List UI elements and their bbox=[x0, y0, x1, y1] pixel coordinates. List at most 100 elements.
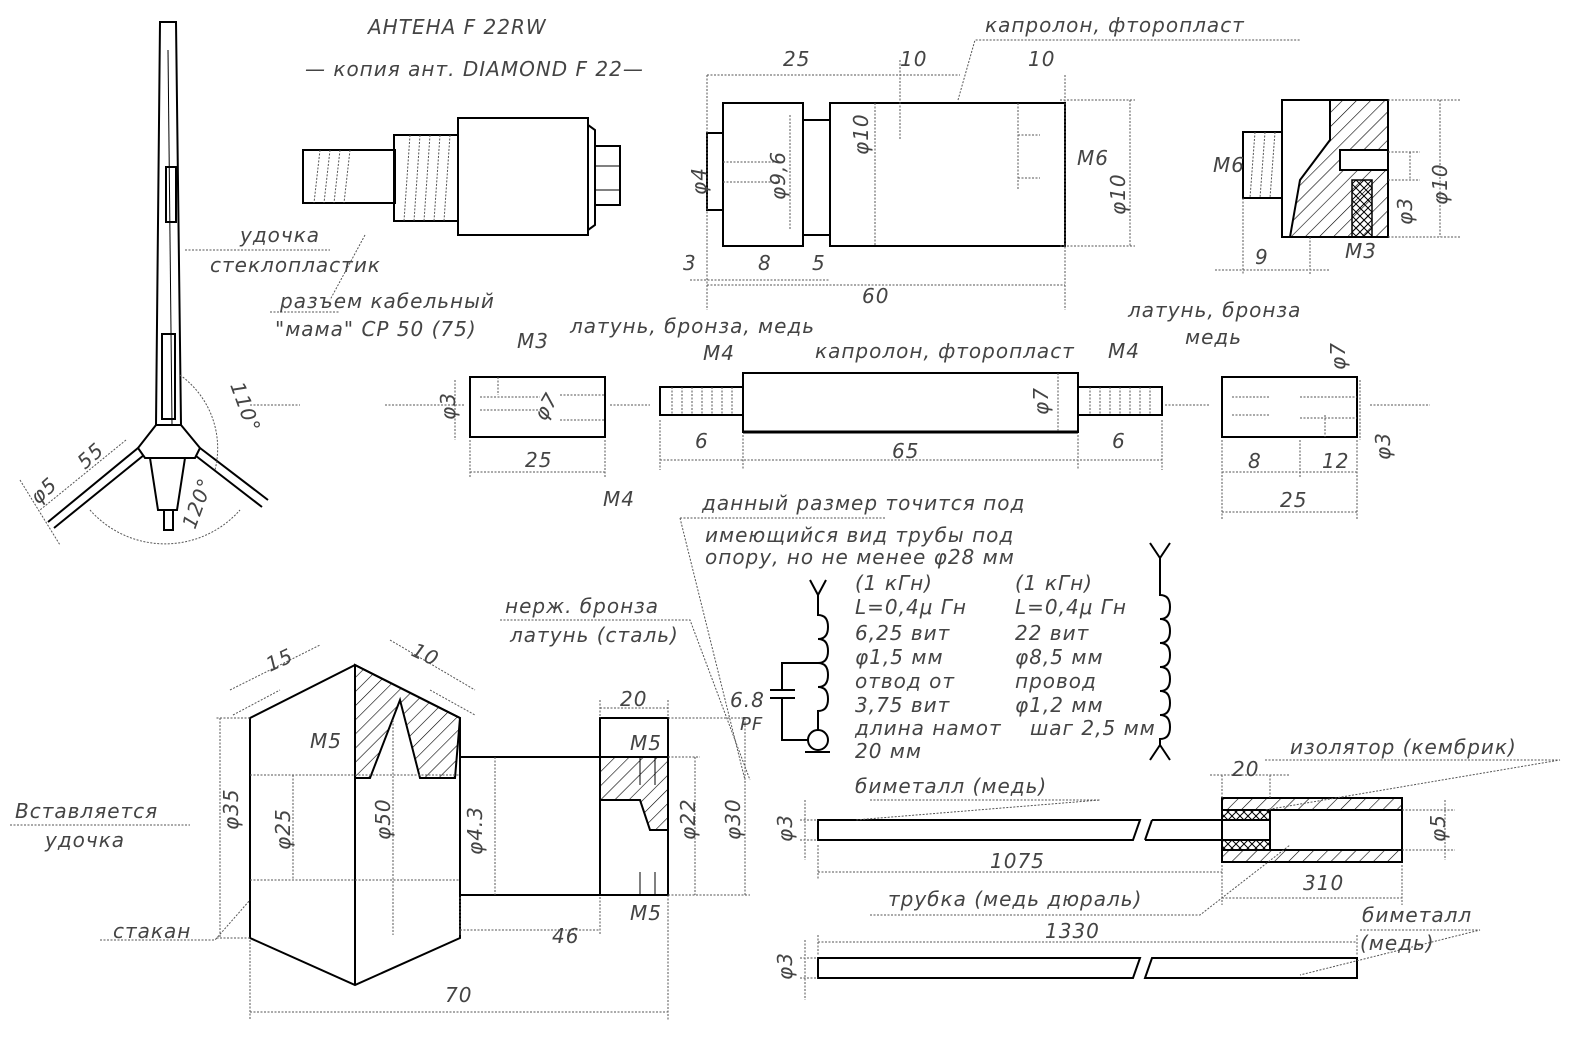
mid-left-material: латунь, бронза, медь bbox=[569, 314, 815, 338]
title-line1: АНТЕНА F 22RW bbox=[366, 15, 547, 39]
top-m6: М6 bbox=[1077, 146, 1109, 170]
base-material-1: нерж. бронза bbox=[505, 594, 659, 618]
coil1-line: (1 кГн) bbox=[855, 571, 933, 595]
cable-connector bbox=[270, 117, 621, 313]
mid-right-dim-12: 12 bbox=[1322, 449, 1349, 473]
coil-schematic-left bbox=[770, 579, 830, 753]
coil1-line: длина намот bbox=[854, 716, 1002, 740]
base-dim-20: 20 bbox=[620, 687, 647, 711]
coil2-line: провод bbox=[1015, 669, 1097, 693]
base-cup-label: стакан bbox=[113, 919, 191, 943]
mid-center-m4-right: М4 bbox=[1108, 339, 1140, 363]
radiator-dim-310: 310 bbox=[1303, 871, 1344, 895]
mid-center-material: капролон, фторопласт bbox=[815, 339, 1075, 363]
top-dim-60: 60 bbox=[862, 284, 889, 308]
base-dim-46: 46 bbox=[552, 924, 579, 948]
radiator-dim-20: 20 bbox=[1232, 757, 1259, 781]
top-phi10b: φ10 bbox=[1106, 173, 1130, 215]
title-line2: — копия ант. DIAMOND F 22— bbox=[305, 57, 644, 81]
base-insert-1: Вставляется bbox=[15, 799, 158, 823]
mid-right-phi3: φ3 bbox=[1371, 432, 1395, 460]
note-line-2: имеющийся вид трубы под bbox=[705, 523, 1014, 547]
mid-left-m4: М4 bbox=[603, 487, 635, 511]
coil1-line: φ1,5 мм bbox=[855, 645, 944, 669]
coil2-line: φ1,2 мм bbox=[1015, 693, 1104, 717]
coil1-line: L=0,4μ Гн bbox=[855, 595, 967, 619]
radiator-tube: трубка (медь дюраль) bbox=[888, 887, 1142, 911]
top-dim-8: 8 bbox=[758, 251, 772, 275]
top-phi4: φ4 bbox=[687, 167, 711, 195]
middle-row-parts bbox=[250, 372, 1430, 520]
right-dim-9: 9 bbox=[1255, 245, 1269, 269]
mid-right-phi7: φ7 bbox=[1326, 342, 1350, 370]
note-line-3: опору, но не менее φ28 мм bbox=[705, 545, 1015, 569]
rod-label-2: стеклопластик bbox=[210, 253, 381, 277]
base-insert-2: удочка bbox=[44, 828, 125, 852]
base-dim-70: 70 bbox=[445, 983, 472, 1007]
top-phi9-6: φ9,6 bbox=[766, 151, 790, 200]
coil1-line: 20 мм bbox=[855, 739, 922, 763]
angle-110: 110° bbox=[225, 379, 265, 436]
coil1-specs: (1 кГн) L=0,4μ Гн 6,25 вит φ1,5 мм отвод… bbox=[854, 571, 1002, 763]
coil2-line: 22 вит bbox=[1015, 621, 1090, 645]
base-phi50: φ50 bbox=[371, 798, 395, 840]
base-phi25: φ25 bbox=[271, 808, 295, 850]
base-m5a: М5 bbox=[310, 729, 342, 753]
coil2-line: L=0,4μ Гн bbox=[1015, 595, 1127, 619]
radiator-assembly bbox=[800, 759, 1561, 1000]
mid-center-phi7: φ7 bbox=[1029, 387, 1053, 415]
mid-left-phi7: φ7 bbox=[529, 388, 564, 424]
base-phi35: φ35 bbox=[219, 788, 243, 830]
right-m6: М6 bbox=[1213, 153, 1245, 177]
antenna-assembly bbox=[19, 21, 330, 546]
mid-right-dim-25: 25 bbox=[1280, 488, 1307, 512]
mid-left-dim-25: 25 bbox=[525, 448, 552, 472]
top-dim-5: 5 bbox=[812, 251, 826, 275]
coil1-line: 6,25 вит bbox=[855, 621, 951, 645]
rod-label-1: удочка bbox=[239, 223, 320, 247]
mid-left-phi3: φ3 bbox=[436, 392, 460, 420]
connector-label-2: "мама" СР 50 (75) bbox=[275, 317, 477, 341]
right-m3: М3 bbox=[1345, 239, 1377, 263]
base-dim-10: 10 bbox=[408, 638, 443, 671]
base-phi43: φ4.3 bbox=[463, 806, 487, 855]
base-dim-15: 15 bbox=[262, 643, 297, 676]
radiator-phi3b: φ3 bbox=[773, 952, 797, 980]
coil-schematic-right bbox=[1149, 542, 1172, 761]
right-material-1: латунь, бронза bbox=[1127, 298, 1301, 322]
mid-left-m3: М3 bbox=[517, 329, 549, 353]
coil2-line: (1 кГн) bbox=[1015, 571, 1093, 595]
contact-part-top-right bbox=[1215, 99, 1460, 275]
mid-right-dim-8: 8 bbox=[1248, 449, 1262, 473]
base-m5c: М5 bbox=[630, 901, 662, 925]
top-dim-10b: 10 bbox=[1028, 47, 1055, 71]
angle-120: 120° bbox=[177, 474, 217, 531]
mid-center-dim-65: 65 bbox=[892, 439, 919, 463]
base-cup bbox=[10, 619, 751, 1020]
radiator-bimetal2-b: (медь) bbox=[1360, 931, 1435, 955]
base-phi30: φ30 bbox=[721, 798, 745, 840]
capacitor-value: 6.8 bbox=[730, 688, 765, 712]
radiator-phi3a: φ3 bbox=[773, 814, 797, 842]
base-material-2: латунь (сталь) bbox=[509, 623, 679, 647]
base-phi22: φ22 bbox=[676, 798, 700, 840]
base-m5b: М5 bbox=[630, 731, 662, 755]
dim-d5: φ5 bbox=[25, 472, 62, 509]
coil1-line: отвод от bbox=[855, 669, 955, 693]
dim-55: 55 bbox=[72, 438, 108, 474]
right-phi3: φ3 bbox=[1393, 197, 1417, 225]
note-line-1: данный размер точится под bbox=[701, 491, 1025, 515]
mid-center-dim-6a: 6 bbox=[695, 429, 709, 453]
right-phi10: φ10 bbox=[1428, 163, 1452, 205]
radiator-bimetal: биметалл (медь) bbox=[855, 774, 1047, 798]
coil1-line: 3,75 вит bbox=[855, 693, 951, 717]
radiator-phi5: φ5 bbox=[1426, 814, 1450, 842]
top-dim-10a: 10 bbox=[900, 47, 927, 71]
right-material-2: медь bbox=[1185, 325, 1242, 349]
coil2-line: шаг 2,5 мм bbox=[1030, 716, 1156, 740]
capacitor-unit: PF bbox=[740, 714, 763, 735]
connector-label-1: разъем кабельный bbox=[279, 289, 495, 313]
insulator-part-top bbox=[690, 39, 1300, 310]
radiator-insulator: изолятор (кембрик) bbox=[1290, 735, 1517, 759]
radiator-dim-1330: 1330 bbox=[1045, 919, 1100, 943]
